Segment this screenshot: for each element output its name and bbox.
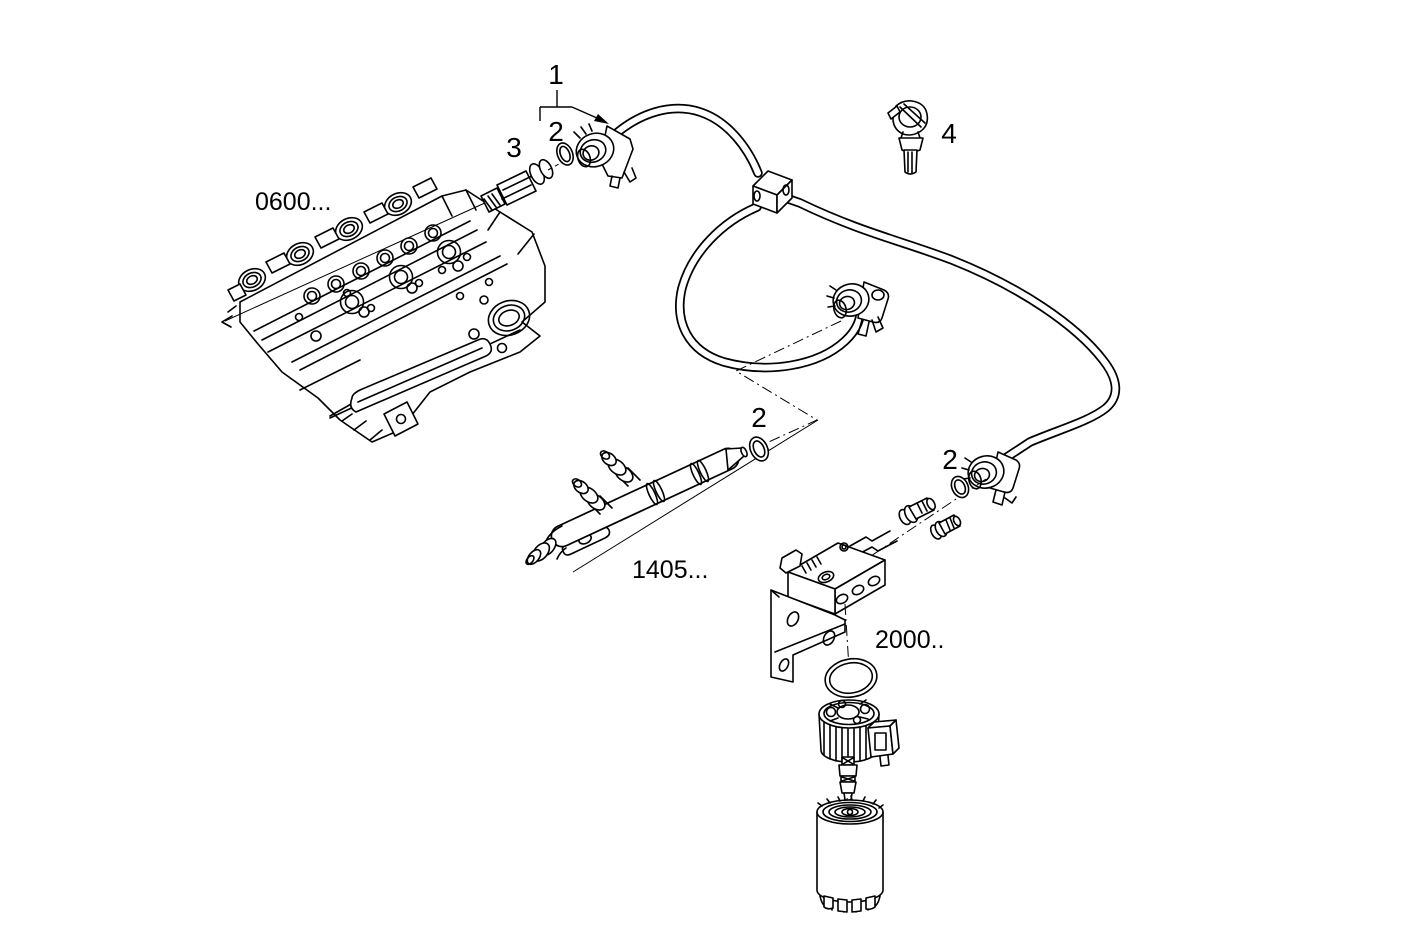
injection-pipe-1405 [525, 446, 748, 566]
callout-1: 1 [548, 59, 564, 90]
seal-ring-middle [748, 436, 770, 462]
filter-head-connector [867, 719, 900, 767]
gasket-ring [824, 657, 878, 699]
threaded-plug-small [929, 514, 962, 540]
banjo-fitting-top [573, 123, 637, 189]
filter-head [818, 699, 900, 767]
ref-cylinder-head: 0600... [255, 188, 331, 216]
pipe-elbow-fitting-left [571, 478, 613, 515]
valve-bores [294, 224, 494, 342]
seal-ring-top [556, 142, 574, 166]
port-flange-row [227, 177, 438, 302]
arrowhead [594, 114, 609, 124]
filter-bracket [770, 530, 898, 683]
pipe-clamp-block [752, 170, 793, 214]
banjo-fitting-middle [826, 281, 890, 337]
pipe-run-right [775, 191, 1121, 464]
axis-dashdot-bracket [844, 603, 850, 669]
fuel-pipe-assembly [573, 103, 1121, 506]
banjo-fitting-bottom-right [961, 451, 1021, 506]
filter-cartridge [816, 795, 884, 913]
pipe-elbow-end [525, 525, 567, 566]
cap-item4 [887, 100, 929, 175]
head-side-bore [468, 295, 531, 354]
callout-1-leader [539, 90, 609, 124]
callout-2-top: 2 [548, 116, 564, 147]
head-lower-skirt [221, 305, 521, 441]
axis-dashdot-middle [726, 320, 842, 462]
overflow-valve [838, 756, 858, 801]
callout-4: 4 [941, 118, 957, 149]
callout-2-middle: 2 [751, 402, 767, 433]
pipe-loop [675, 202, 866, 373]
leader-head-to-adapter [224, 201, 488, 322]
pipe-elbow-fitting-right [599, 450, 641, 487]
callout-2-right: 2 [942, 444, 958, 475]
ref-fuel-filter: 2000.. [875, 626, 945, 654]
callout-3: 3 [506, 132, 522, 163]
ref-injection-pipe: 1405... [632, 556, 708, 584]
seal-ring-right [950, 475, 970, 499]
threaded-plug-large [898, 497, 936, 526]
adapter-fitting-item3 [480, 158, 554, 213]
cylinder-head-drawing [221, 177, 546, 443]
leader-1405 [572, 419, 819, 573]
